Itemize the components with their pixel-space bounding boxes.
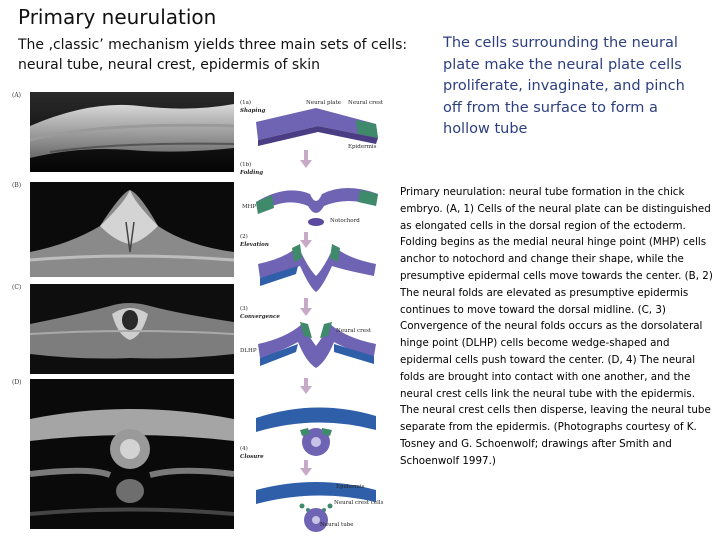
label-stage-4: (4) — [240, 446, 248, 452]
sem-photo-b — [30, 182, 234, 277]
panel-letter-b: (B) — [12, 182, 22, 189]
panel-letter-c: (C) — [12, 284, 22, 291]
sem-photo-d — [30, 379, 234, 529]
sem-photo-a — [30, 92, 234, 172]
neural-tube-summary: The cells surrounding the neural plate m… — [443, 35, 685, 137]
panel-letter-a: (A) — [12, 92, 22, 99]
label-epidermis: Epidermis — [348, 144, 377, 150]
label-neural-plate: Neural plate — [306, 100, 342, 106]
label-neural-crest-2: Neural crest — [336, 328, 372, 334]
label-epidermis-2: Epidermis — [336, 484, 365, 490]
label-stage-3: (3) — [240, 306, 248, 312]
neurulation-diagram-column: (1a) Shaping Neural plate Neural crest E… — [236, 98, 396, 534]
label-notochord: Notochord — [330, 218, 360, 224]
label-stage-1b: (1b) — [240, 162, 252, 168]
neurulation-drawings — [256, 108, 378, 532]
panel-letter-d: (D) — [12, 379, 22, 386]
slide-title: Primary neurulation — [18, 5, 217, 29]
label-closure: Closure — [240, 454, 264, 460]
label-dlhp: DLHP — [240, 348, 257, 354]
sem-photo-c — [30, 284, 234, 374]
label-neural-tube: Neural tube — [320, 522, 354, 528]
label-convergence: Convergence — [240, 314, 280, 320]
label-shaping: Shaping — [240, 108, 266, 114]
label-stage-2: (2) — [240, 234, 248, 240]
label-elevation: Elevation — [240, 242, 269, 248]
label-neural-crest: Neural crest — [348, 100, 384, 106]
label-stage-1a: (1a) — [240, 100, 252, 106]
figure-caption: Primary neurulation: neural tube formati… — [400, 186, 713, 467]
slide-subtitle: The ‚classic’ mechanism yields three mai… — [18, 37, 408, 73]
label-neural-crest-cells: Neural crest cells — [334, 500, 384, 506]
label-mhp: MHP — [242, 204, 257, 210]
label-folding: Folding — [240, 170, 264, 176]
sem-photo-column: (A) (B) (C) — [12, 92, 234, 532]
